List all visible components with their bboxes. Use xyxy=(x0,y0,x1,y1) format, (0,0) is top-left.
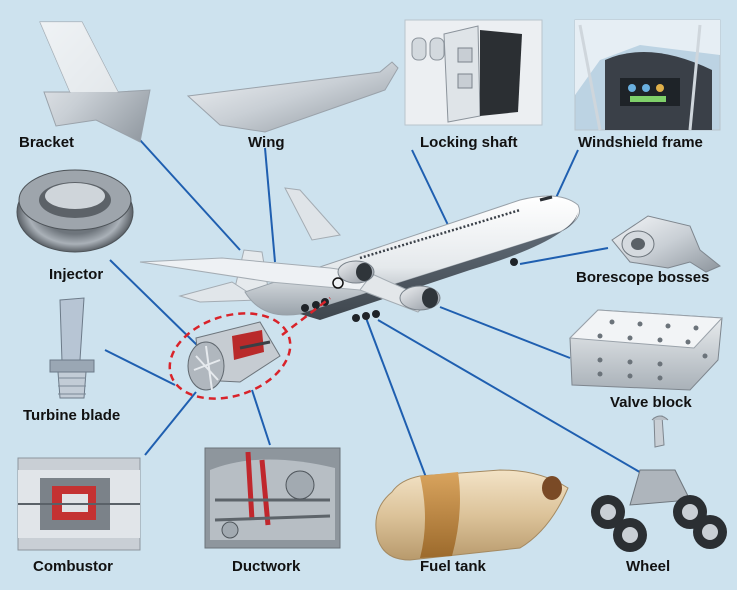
leader-line-locking-shaft xyxy=(411,149,449,226)
leader-line-borescope-bosses xyxy=(519,247,609,265)
leader-line-combustor xyxy=(144,391,197,456)
leader-line-wing xyxy=(264,147,276,263)
wheel-image xyxy=(591,415,727,552)
locking-shaft-image xyxy=(404,19,543,126)
label-ductwork: Ductwork xyxy=(232,558,301,575)
fuel-tank-image xyxy=(375,469,569,561)
label-windshield-frame: Windshield frame xyxy=(578,134,703,151)
bracket-image xyxy=(39,21,151,143)
leader-line-injector xyxy=(109,259,201,349)
leader-line-bracket xyxy=(139,139,241,251)
leader-line-windshield-frame xyxy=(554,149,579,201)
label-borescope-bosses: Borescope bosses xyxy=(576,269,710,286)
label-valve-block: Valve block xyxy=(610,394,692,411)
label-injector: Injector xyxy=(49,266,104,283)
borescope-bosses-image xyxy=(611,215,721,273)
leader-line-turbine-blade xyxy=(104,349,176,386)
wing-image xyxy=(186,61,399,133)
highlight-connector xyxy=(281,297,331,336)
leader-line-wheel xyxy=(377,319,651,479)
windshield-frame-image xyxy=(574,19,721,131)
label-turbine-blade: Turbine blade xyxy=(23,407,121,424)
label-wheel: Wheel xyxy=(626,558,671,575)
label-combustor: Combustor xyxy=(33,558,113,575)
leader-line-ductwork xyxy=(251,389,271,446)
label-wing: Wing xyxy=(248,134,285,151)
highlight-ellipse xyxy=(168,312,292,400)
valve-block-image xyxy=(568,309,724,391)
airplane-image xyxy=(139,187,580,322)
leader-line-valve-block xyxy=(439,306,571,359)
injector-image xyxy=(16,169,134,253)
combustor-image xyxy=(17,457,141,551)
turbine-blade-image xyxy=(49,297,95,399)
leader-line-fuel-tank xyxy=(365,317,428,481)
label-bracket: Bracket xyxy=(19,134,75,151)
ductwork-image xyxy=(204,447,341,549)
label-locking-shaft: Locking shaft xyxy=(420,134,518,151)
label-fuel-tank: Fuel tank xyxy=(420,558,486,575)
engine-cutaway-image xyxy=(187,321,281,391)
leader-lines xyxy=(104,139,651,481)
